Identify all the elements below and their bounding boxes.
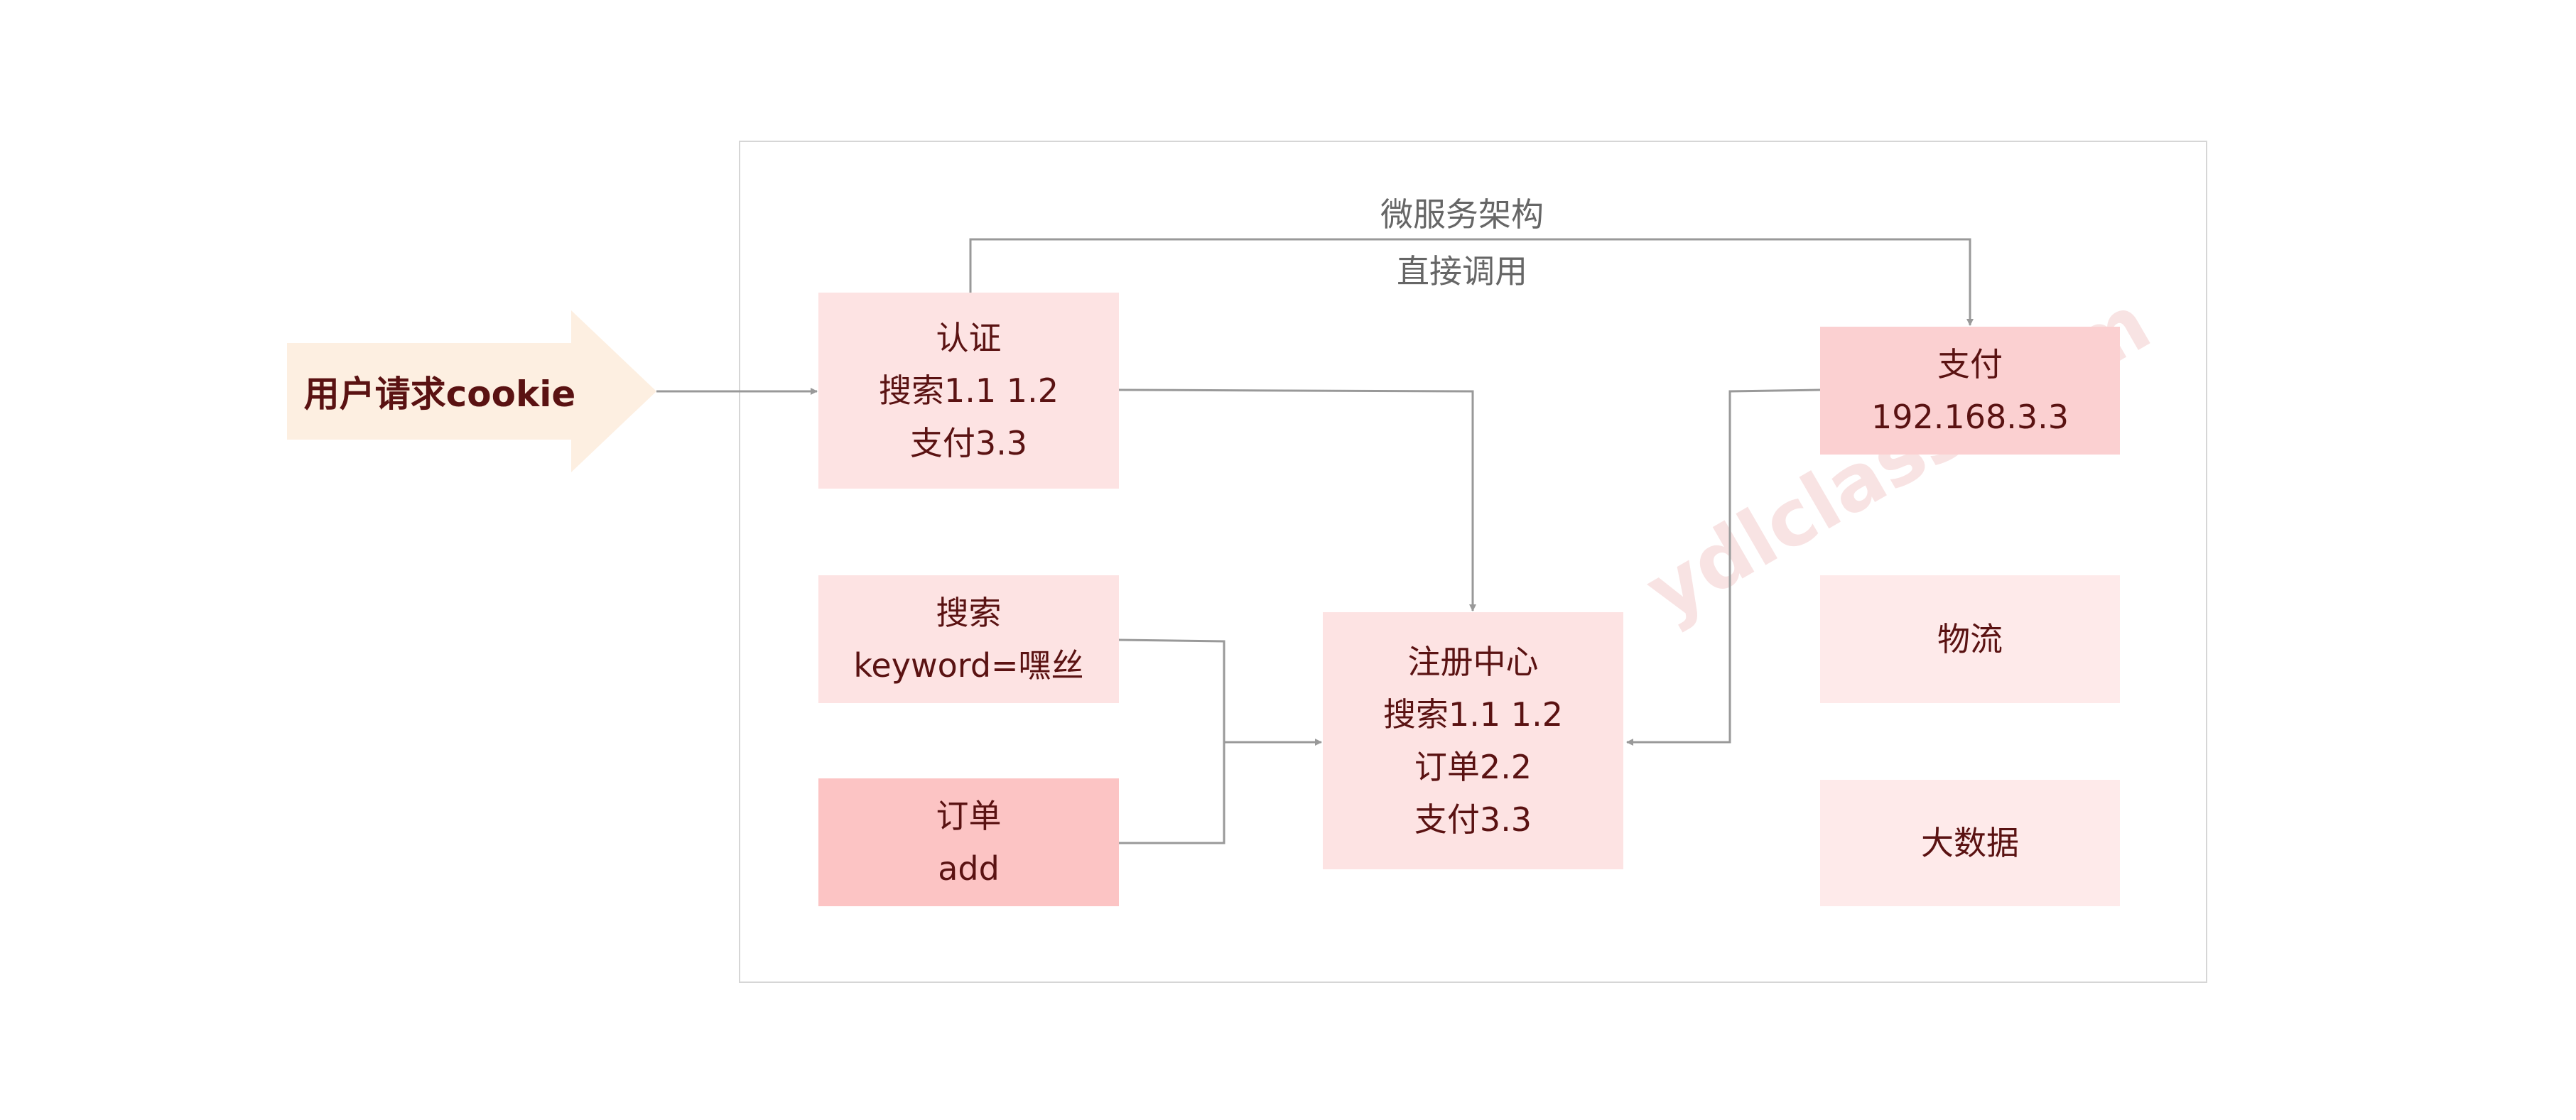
search-service-box: 搜索 keyword=嘿丝 bbox=[818, 575, 1119, 703]
registry-center-box: 注册中心 搜索1.1 1.2 订单2.2 支付3.3 bbox=[1323, 612, 1623, 869]
microservice-architecture-frame bbox=[739, 141, 2207, 983]
order-service-action: add bbox=[938, 849, 1000, 888]
registry-center-line-order: 订单2.2 bbox=[1414, 748, 1532, 786]
logistics-service-box: 物流 bbox=[1820, 575, 2120, 703]
payment-service-ip: 192.168.3.3 bbox=[1871, 398, 2069, 436]
registry-center-title: 注册中心 bbox=[1407, 643, 1539, 681]
order-service-title: 订单 bbox=[936, 797, 1002, 835]
bigdata-service-box: 大数据 bbox=[1820, 780, 2120, 906]
registry-center-line-search: 搜索1.1 1.2 bbox=[1383, 695, 1563, 734]
payment-service-title: 支付 bbox=[1937, 345, 2003, 384]
direct-call-label: 直接调用 bbox=[1397, 252, 1527, 290]
auth-service-line-payment: 支付3.3 bbox=[909, 424, 1028, 462]
user-request-arrow-shape bbox=[287, 310, 656, 472]
auth-service-line-search: 搜索1.1 1.2 bbox=[879, 371, 1059, 410]
diagram-title: 微服务架构 bbox=[1380, 195, 1544, 234]
auth-service-title: 认证 bbox=[936, 319, 1002, 357]
registry-center-line-payment: 支付3.3 bbox=[1414, 800, 1532, 839]
logistics-service-title: 物流 bbox=[1937, 620, 2003, 658]
auth-service-box: 认证 搜索1.1 1.2 支付3.3 bbox=[818, 293, 1119, 489]
search-service-keyword: keyword=嘿丝 bbox=[853, 646, 1084, 685]
search-service-title: 搜索 bbox=[936, 594, 1002, 632]
order-service-box: 订单 add bbox=[818, 778, 1119, 906]
payment-service-box: 支付 192.168.3.3 bbox=[1820, 327, 2120, 455]
user-request-label: 用户请求cookie bbox=[303, 374, 576, 415]
bigdata-service-title: 大数据 bbox=[1921, 824, 2019, 862]
